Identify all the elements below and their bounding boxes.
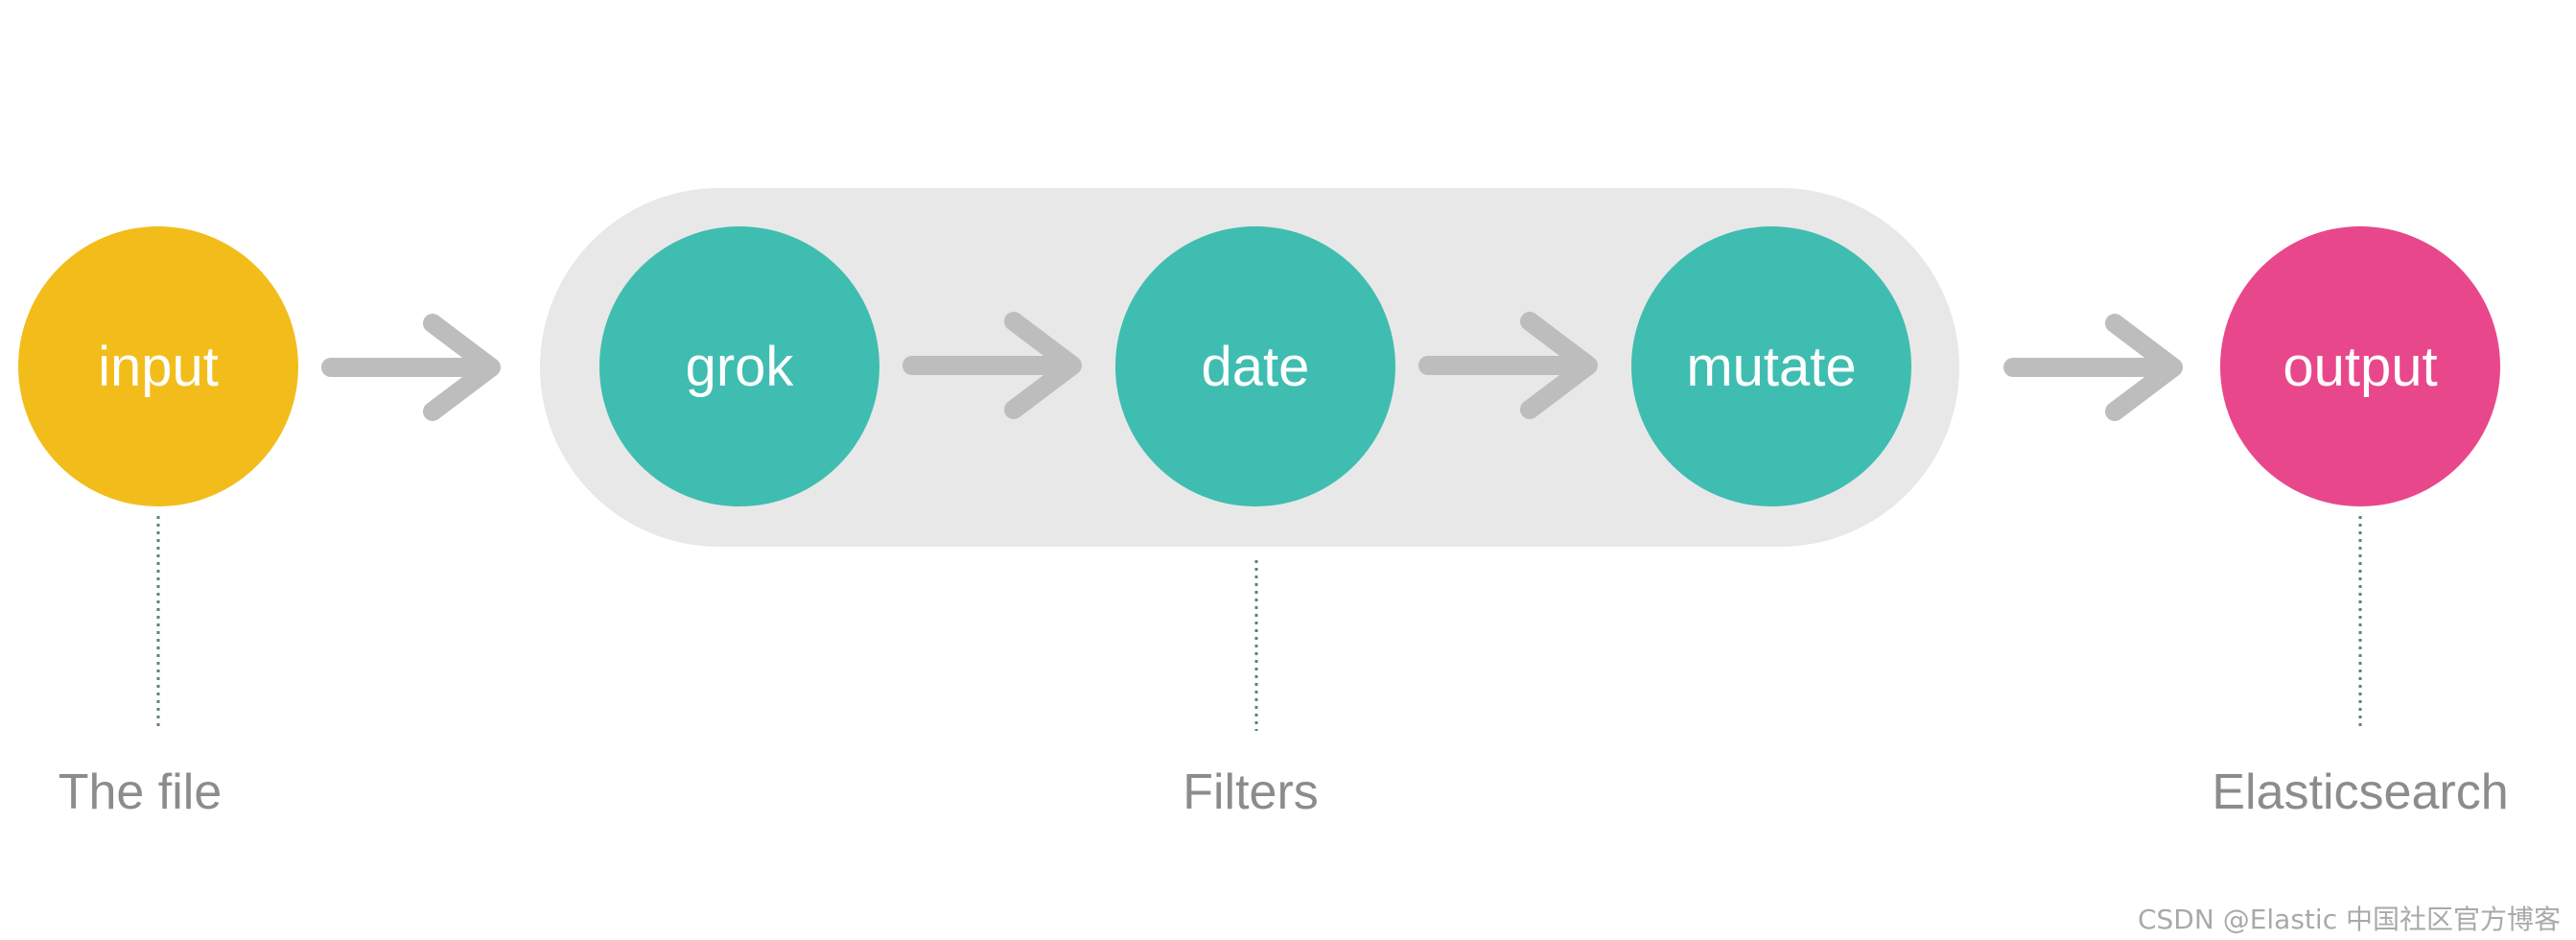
output-node: output [2220, 226, 2500, 506]
arrow-input-to-grok [321, 314, 501, 421]
input-caption: The file [59, 764, 222, 820]
mutate-node-label: mutate [1686, 336, 1856, 398]
input-node-circle [18, 226, 298, 506]
input-node: input [18, 226, 298, 506]
filters-caption: Filters [1183, 764, 1319, 820]
mutate-node-circle [1631, 226, 1911, 506]
arrow-date-to-mutate [1418, 312, 1598, 419]
mutate-node: mutate [1631, 226, 1911, 506]
date-node: date [1115, 226, 1395, 506]
date-node-circle [1115, 226, 1395, 506]
grok-node: grok [599, 226, 879, 506]
date-node-label: date [1202, 336, 1310, 398]
arrow-mutate-to-output [2003, 314, 2183, 421]
watermark: CSDN @Elastic 中国社区官方博客 [2138, 904, 2561, 935]
output-node-circle [2220, 226, 2500, 506]
input-node-label: input [98, 336, 219, 398]
grok-node-circle [599, 226, 879, 506]
output-node-label: output [2283, 336, 2437, 398]
arrow-grok-to-date [902, 312, 1082, 419]
grok-node-label: grok [686, 336, 795, 398]
output-caption: Elasticsearch [2212, 764, 2508, 820]
